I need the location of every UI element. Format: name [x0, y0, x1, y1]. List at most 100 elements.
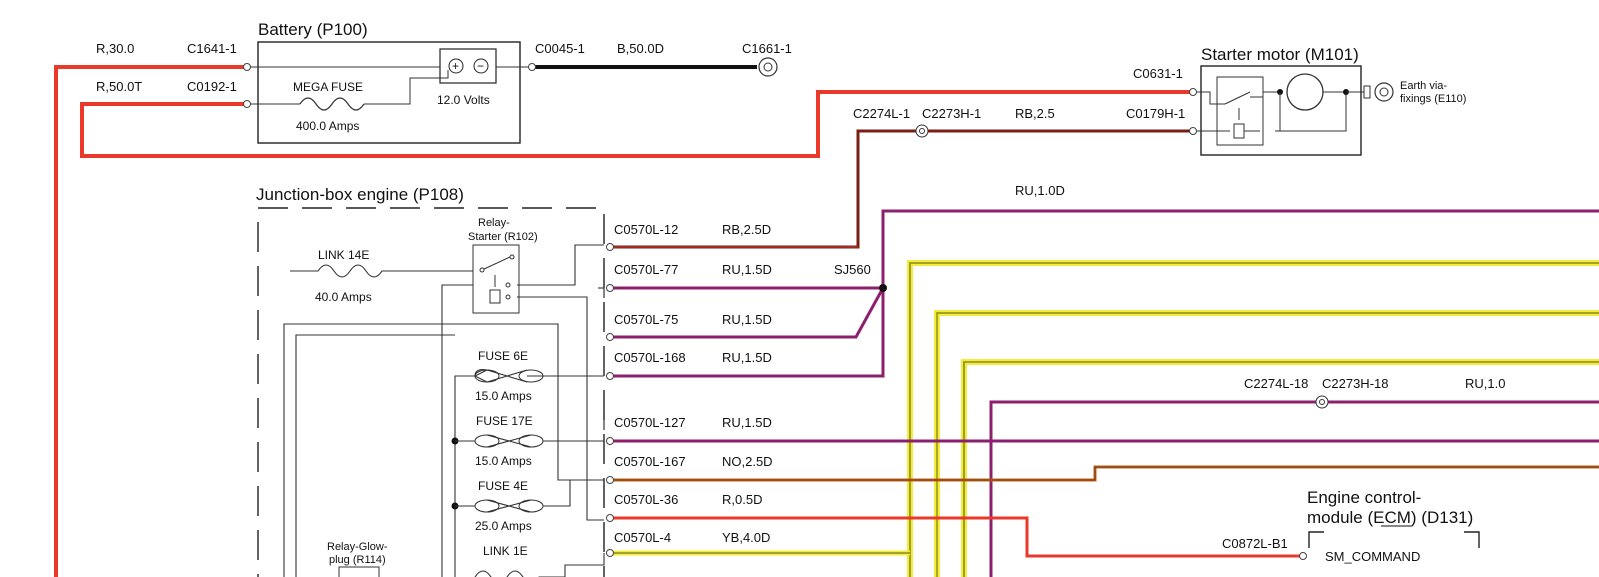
link14e-rating: 40.0 Amps — [315, 290, 372, 304]
label-wire-ru10: RU,1.0 — [1465, 376, 1505, 391]
label-c0570l-12: C0570L-12 — [614, 222, 678, 237]
label-wire-r05d: R,0.5D — [722, 492, 762, 507]
label-wire-rb25d: RB,2.5D — [722, 222, 771, 237]
label-c0570l-75: C0570L-75 — [614, 312, 678, 327]
fuse17e-rating: 15.0 Amps — [475, 454, 532, 468]
label-c2273h1: C2273H-1 — [922, 106, 981, 121]
fuse4e-symbol — [486, 499, 532, 513]
starter-motor-symbol — [1286, 73, 1324, 111]
inline-connector-c2274l1[interactable] — [915, 124, 929, 138]
junction-box-title: Junction-box engine (P108) — [256, 185, 464, 204]
label-wire-ru15d-77: RU,1.5D — [722, 262, 772, 277]
wire-r30[interactable] — [54, 65, 247, 577]
wire-rb25[interactable] — [612, 129, 1193, 249]
battery-box — [257, 41, 521, 144]
fuse4e-rating: 25.0 Amps — [475, 519, 532, 533]
terminal-c0570l-168[interactable] — [606, 372, 614, 380]
relay-glow-box — [338, 566, 380, 577]
label-wire-ru15d-168: RU,1.5D — [722, 350, 772, 365]
earth-label-2: fixings (E110) — [1400, 93, 1466, 105]
label-wire-rb25: RB,2.5 — [1015, 106, 1055, 121]
label-c0570l-127: C0570L-127 — [614, 415, 686, 430]
wire-r50t[interactable] — [80, 90, 1193, 158]
mega-fuse-rating: 400.0 Amps — [296, 119, 359, 133]
wire-ru10[interactable] — [989, 400, 1599, 577]
earth-e110-symbol — [1374, 82, 1394, 102]
battery-plus-symbol: + — [452, 59, 459, 73]
wire-ru15d-168[interactable] — [612, 288, 885, 378]
relay-starter-box — [472, 244, 520, 314]
terminal-c0570l-75[interactable] — [606, 333, 614, 341]
label-wire-r30: R,30.0 — [96, 41, 134, 56]
junction-box-outline — [257, 207, 605, 577]
fuse6e-label: FUSE 6E — [478, 349, 528, 363]
label-wire-yb40d: YB,4.0D — [722, 530, 770, 545]
label-c0570l-168: C0570L-168 — [614, 350, 686, 365]
label-c0570l-36: C0570L-36 — [614, 492, 678, 507]
fuse6e-symbol — [474, 369, 543, 383]
label-c1661: C1661-1 — [742, 41, 792, 56]
relay-glow-label-2: plug (R114) — [329, 554, 386, 566]
terminal-c0872l-b1[interactable] — [1299, 552, 1307, 560]
ecm-title-1: Engine control- — [1307, 488, 1421, 507]
label-c0570l-167: C0570L-167 — [614, 454, 686, 469]
label-c2274l18: C2274L-18 — [1244, 376, 1308, 391]
wire-ru10d[interactable] — [881, 209, 1599, 290]
terminal-c0570l-12[interactable] — [606, 243, 614, 251]
terminal-c0570l-77[interactable] — [606, 284, 614, 292]
label-wire-no25d: NO,2.5D — [722, 454, 773, 469]
label-c0570l-77: C0570L-77 — [614, 262, 678, 277]
battery-cell — [439, 48, 497, 84]
battery-minus-symbol: − — [477, 59, 484, 73]
fuse17e-symbol — [486, 434, 532, 448]
label-c0045: C0045-1 — [535, 41, 585, 56]
ecm-title-2: module (ECM) (D131) — [1307, 508, 1473, 527]
label-wire-b50d: B,50.0D — [617, 41, 664, 56]
fuse4e-label: FUSE 4E — [478, 479, 528, 493]
wire-ru15d-75[interactable] — [612, 287, 885, 339]
label-wire-ru15d-75: RU,1.5D — [722, 312, 772, 327]
link1e-symbol — [474, 553, 605, 577]
fuse6e-rating: 15.0 Amps — [475, 389, 532, 403]
terminal-c0179h[interactable] — [1189, 127, 1197, 135]
terminal-c0631[interactable] — [1189, 88, 1197, 96]
terminal-c0192[interactable] — [243, 100, 251, 108]
splice-sj560 — [879, 284, 887, 292]
terminal-c0045[interactable] — [528, 63, 536, 71]
wire-r05d[interactable] — [612, 516, 1300, 558]
relay-starter-label-1: Relay- — [478, 217, 510, 229]
terminal-c0570l-127[interactable] — [606, 437, 614, 445]
battery-voltage: 12.0 Volts — [437, 93, 490, 107]
label-wire-r50t: R,50.0T — [96, 79, 142, 94]
label-c0631: C0631-1 — [1133, 66, 1183, 81]
battery-title: Battery (P100) — [258, 20, 368, 39]
relay-starter-label-2: Starter (R102) — [468, 231, 538, 243]
fuse17e-label: FUSE 17E — [476, 414, 533, 428]
terminal-c0570l-36[interactable] — [606, 514, 614, 522]
ecm-pin-label: SM_COMMAND — [1325, 549, 1420, 564]
ground-c1661 — [758, 57, 778, 77]
terminal-c0570l-167[interactable] — [606, 476, 614, 484]
mega-fuse-label: MEGA FUSE — [293, 80, 363, 94]
terminal-c1641[interactable] — [243, 63, 251, 71]
label-c0570l-4: C0570L-4 — [614, 530, 671, 545]
label-wire-ru15d-127: RU,1.5D — [722, 415, 772, 430]
relay-glow-label-1: Relay-Glow- — [327, 541, 388, 553]
starter-box — [1200, 65, 1362, 156]
link14e-symbol — [290, 264, 473, 278]
label-c1641: C1641-1 — [187, 41, 237, 56]
label-c2274l1: C2274L-1 — [853, 106, 910, 121]
inline-connector-c2274l18[interactable] — [1315, 395, 1329, 409]
label-c0872l-b1: C0872L-B1 — [1222, 536, 1288, 551]
ecm-box-corner-right — [1464, 531, 1480, 548]
label-c0179h: C0179H-1 — [1126, 106, 1185, 121]
terminal-c0570l-4[interactable] — [606, 549, 614, 557]
earth-label-1: Earth via- — [1400, 80, 1447, 92]
label-c2273h18: C2273H-18 — [1322, 376, 1389, 391]
ecm-box-corner-left — [1308, 531, 1324, 548]
label-wire-ru10d: RU,1.0D — [1015, 183, 1065, 198]
starter-title: Starter motor (M101) — [1201, 45, 1359, 64]
link14e-label: LINK 14E — [318, 248, 369, 262]
label-sj560: SJ560 — [834, 262, 871, 277]
